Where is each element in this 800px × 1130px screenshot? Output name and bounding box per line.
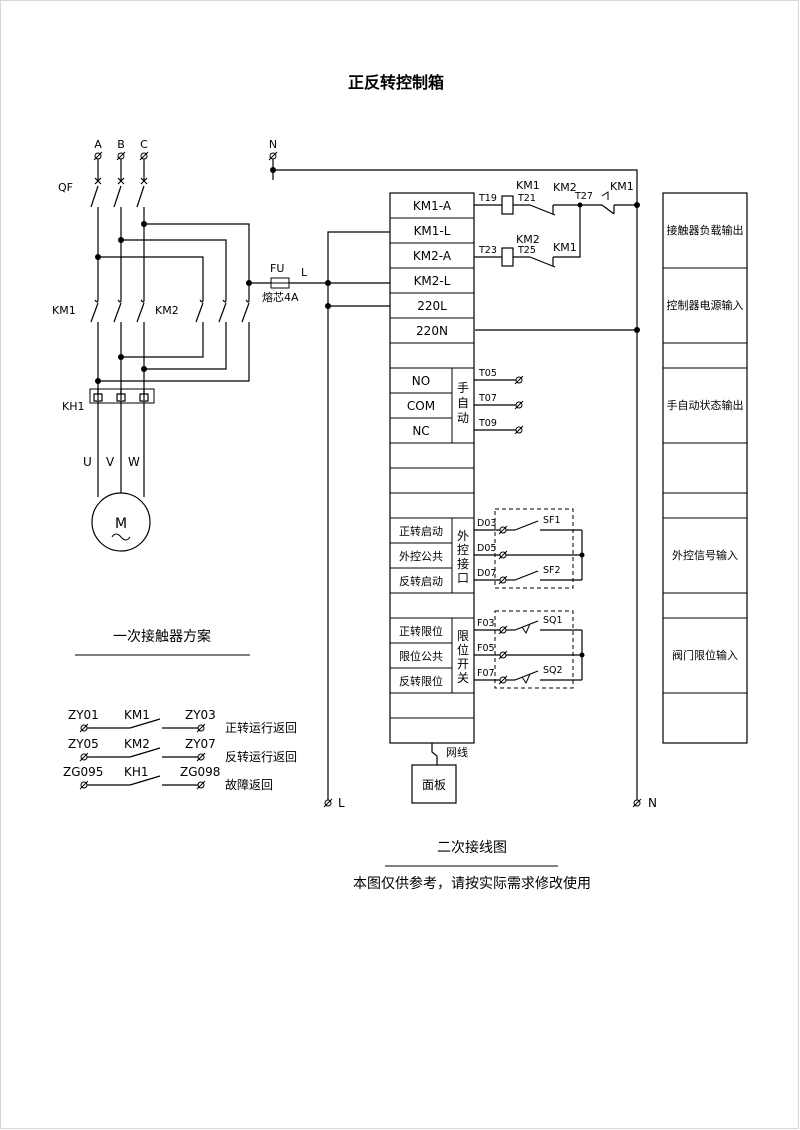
func-power-input: 控制器电源输入: [667, 298, 744, 312]
reference-note: 本图仅供参考，请按实际需求修改使用: [353, 875, 591, 892]
secondary-caption: 二次接线图: [437, 839, 507, 856]
scheme-row2-left: ZY05: [68, 737, 99, 751]
km2-main-label: KM2: [155, 304, 179, 317]
term-com: COM: [407, 399, 435, 413]
scheme-row1-desc: 正转运行返回: [225, 720, 297, 735]
term-limit-common: 限位公共: [399, 649, 443, 663]
motor-symbol: [91, 492, 151, 552]
output-w-label: W: [128, 455, 140, 469]
term-220n: 220N: [416, 324, 448, 338]
neutral-top-label: N: [269, 138, 277, 151]
scheme-row1-left: ZY01: [68, 708, 99, 722]
terminal-block: KM1-A KM1-L KM2-A KM2-L 220L 220N NO COM…: [389, 192, 475, 744]
t23-label: T23: [478, 245, 497, 256]
scheme-row2-right: ZY07: [185, 737, 216, 751]
d05-label: D05: [477, 543, 496, 554]
t19-label: T19: [478, 193, 497, 204]
output-v-label: V: [106, 455, 115, 469]
f07-label: F07: [477, 668, 495, 679]
func-contactor-output: 接触器负载输出: [667, 223, 744, 237]
t25-label: T25: [517, 245, 536, 256]
t07-label: T07: [478, 393, 497, 404]
t09-label: T09: [478, 418, 497, 429]
km2-coil-label: KM2: [516, 233, 540, 246]
breaker-label: QF: [58, 181, 73, 194]
func-ext-signal-input: 外控信号输入: [672, 548, 738, 562]
term-rev-start: 反转启动: [399, 574, 443, 588]
panel-box: [411, 764, 457, 804]
fuse-label: FU: [270, 262, 284, 275]
sq1-label: SQ1: [543, 615, 563, 626]
motor-label: M: [115, 516, 127, 532]
scheme-row3-mid: KH1: [124, 765, 149, 779]
term-fwd-start: 正转启动: [399, 524, 443, 538]
stop-contact-label: KM1: [610, 180, 634, 193]
fuse-rating: 熔芯4A: [262, 290, 299, 304]
f05-label: F05: [477, 643, 495, 654]
panel-label: 面板: [422, 778, 446, 792]
func-mode-output: 手自动状态输出: [667, 398, 744, 412]
term-fwd-limit: 正转限位: [399, 624, 443, 638]
diagram-title: 正反转控制箱: [348, 73, 444, 92]
phase-a-label: A: [94, 138, 102, 151]
scheme-row2-desc: 反转运行返回: [225, 749, 297, 764]
sf2-label: SF2: [543, 565, 561, 576]
limit-group-label: 限位开关: [457, 629, 469, 685]
primary-scheme: 一次接触器方案 ZY01 KM1 ZY03 正转运行返回 ZY05 KM2 ZY…: [63, 628, 297, 792]
bottom-l-label: L: [338, 796, 345, 810]
phase-c-label: C: [140, 138, 148, 151]
neutral-rail: N N: [268, 138, 657, 810]
f03-label: F03: [477, 618, 495, 629]
t27-label: T27: [574, 191, 593, 202]
sf1-label: SF1: [543, 515, 561, 526]
sq2-label: SQ2: [543, 665, 563, 676]
primary-scheme-heading: 一次接触器方案: [113, 628, 211, 645]
cable-label: 网线: [446, 745, 468, 759]
km2-interlock-label: KM1: [553, 241, 577, 254]
fuse-and-l-rail: FU 熔芯4A L L: [246, 231, 390, 810]
term-rev-limit: 反转限位: [399, 674, 443, 688]
footer: 二次接线图 本图仅供参考，请按实际需求修改使用: [353, 839, 591, 892]
term-220l: 220L: [417, 299, 447, 313]
t21-label: T21: [517, 193, 536, 204]
km1-coil-label: KM1: [516, 179, 540, 192]
ext-group-label: 外控接口: [457, 529, 469, 585]
line-l-label: L: [301, 266, 308, 279]
scheme-row3-right: ZG098: [180, 765, 220, 779]
mode-group-label: 手自动: [457, 381, 469, 425]
scheme-row2-mid: KM2: [124, 737, 150, 751]
control-circuit: T19 KM1 T21 KM2 T27 KM1 T23 KM2 T25 KM1 …: [411, 179, 640, 804]
term-ext-common: 外控公共: [399, 549, 443, 563]
func-valve-limit-input: 阀门限位输入: [672, 648, 738, 662]
main-circuit: A B C QF: [52, 138, 250, 552]
scheme-row1-mid: KM1: [124, 708, 150, 722]
term-no: NO: [412, 374, 430, 388]
km1-interlock-label: KM2: [553, 181, 577, 194]
term-nc: NC: [412, 424, 429, 438]
scheme-row1-right: ZY03: [185, 708, 216, 722]
term-km1-a: KM1-A: [413, 199, 452, 213]
d03-label: D03: [477, 518, 496, 529]
term-km2-l: KM2-L: [414, 274, 451, 288]
scheme-row3-left: ZG095: [63, 765, 103, 779]
t05-label: T05: [478, 368, 497, 379]
output-u-label: U: [83, 455, 92, 469]
d07-label: D07: [477, 568, 496, 579]
function-column: 接触器负载输出 控制器电源输入 手自动状态输出 外控信号输入 阀门限位输入: [662, 192, 748, 744]
km1-main-label: KM1: [52, 304, 76, 317]
scheme-row3-desc: 故障返回: [225, 777, 273, 792]
term-km2-a: KM2-A: [413, 249, 452, 263]
kh1-main-label: KH1: [62, 400, 84, 413]
bottom-n-label: N: [648, 796, 657, 810]
term-km1-l: KM1-L: [414, 224, 451, 238]
phase-b-label: B: [117, 138, 125, 151]
